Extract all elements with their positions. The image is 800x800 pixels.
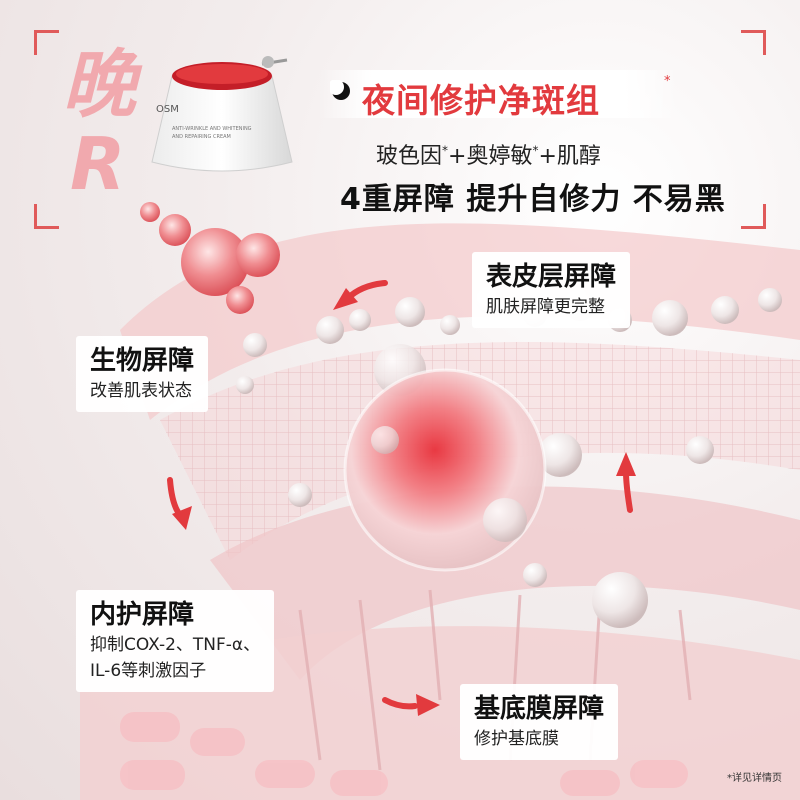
product-line1: ANTI-WRINKLE AND WHITENING [172,126,252,132]
night-badge-letter: R [70,122,126,206]
label-inner: 内护屏障 抑制COX-2、TNF-α、 IL-6等刺激因子 [76,590,275,692]
page-title: 夜间修护净斑组 [362,81,600,120]
night-badge-char: 晚 [62,42,136,128]
ingredient-2-asterisk: * [532,143,539,158]
label-inner-desc1: 抑制COX-2、TNF-α、 [90,635,261,655]
label-basement: 基底膜屏障 修护基底膜 [460,684,619,760]
label-basement-title: 基底膜屏障 [474,694,605,724]
footnote: *详见详情页 [727,773,782,784]
corner-bracket-bl [34,204,59,229]
corner-bracket-tl [34,30,59,55]
moon-icon [330,80,350,100]
ingredients-line: 玻色因*+奥婷敏*+肌醇 [376,138,601,170]
label-basement-desc: 修护基底膜 [474,729,559,749]
label-biological-title: 生物屏障 [90,346,195,376]
label-epidermis: 表皮层屏障 肌肤屏障更完整 [472,252,631,328]
headline: 4重屏障 提升自修力 不易黑 [340,182,726,217]
ingredient-3: +肌醇 [538,144,601,169]
label-epidermis-desc: 肌肤屏障更完整 [486,297,605,317]
arrow-biological [167,477,183,518]
ingredient-2: +奥婷敏 [448,144,533,169]
ingredient-1: 玻色因 [376,144,443,169]
product-line2: AND REPAIRING CREAM [172,134,231,140]
molecule-cluster [140,202,280,314]
product-brand: OSM [156,104,179,115]
label-biological-desc: 改善肌表状态 [90,381,192,401]
arrow-basement [382,697,418,710]
corner-bracket-br [741,204,766,229]
title-asterisk: * [664,74,671,89]
label-biological: 生物屏障 改善肌表状态 [76,336,209,412]
title-band [318,70,678,118]
arrow-up [623,469,633,513]
label-inner-title: 内护屏障 [90,600,195,630]
product-jar-image: OSM ANTI-WRINKLE AND WHITENING AND REPAI… [151,56,293,172]
corner-bracket-tr [741,30,766,55]
ingredient-1-asterisk: * [442,143,449,158]
label-inner-desc2: IL-6等刺激因子 [90,661,207,681]
label-epidermis-title: 表皮层屏障 [486,262,617,292]
